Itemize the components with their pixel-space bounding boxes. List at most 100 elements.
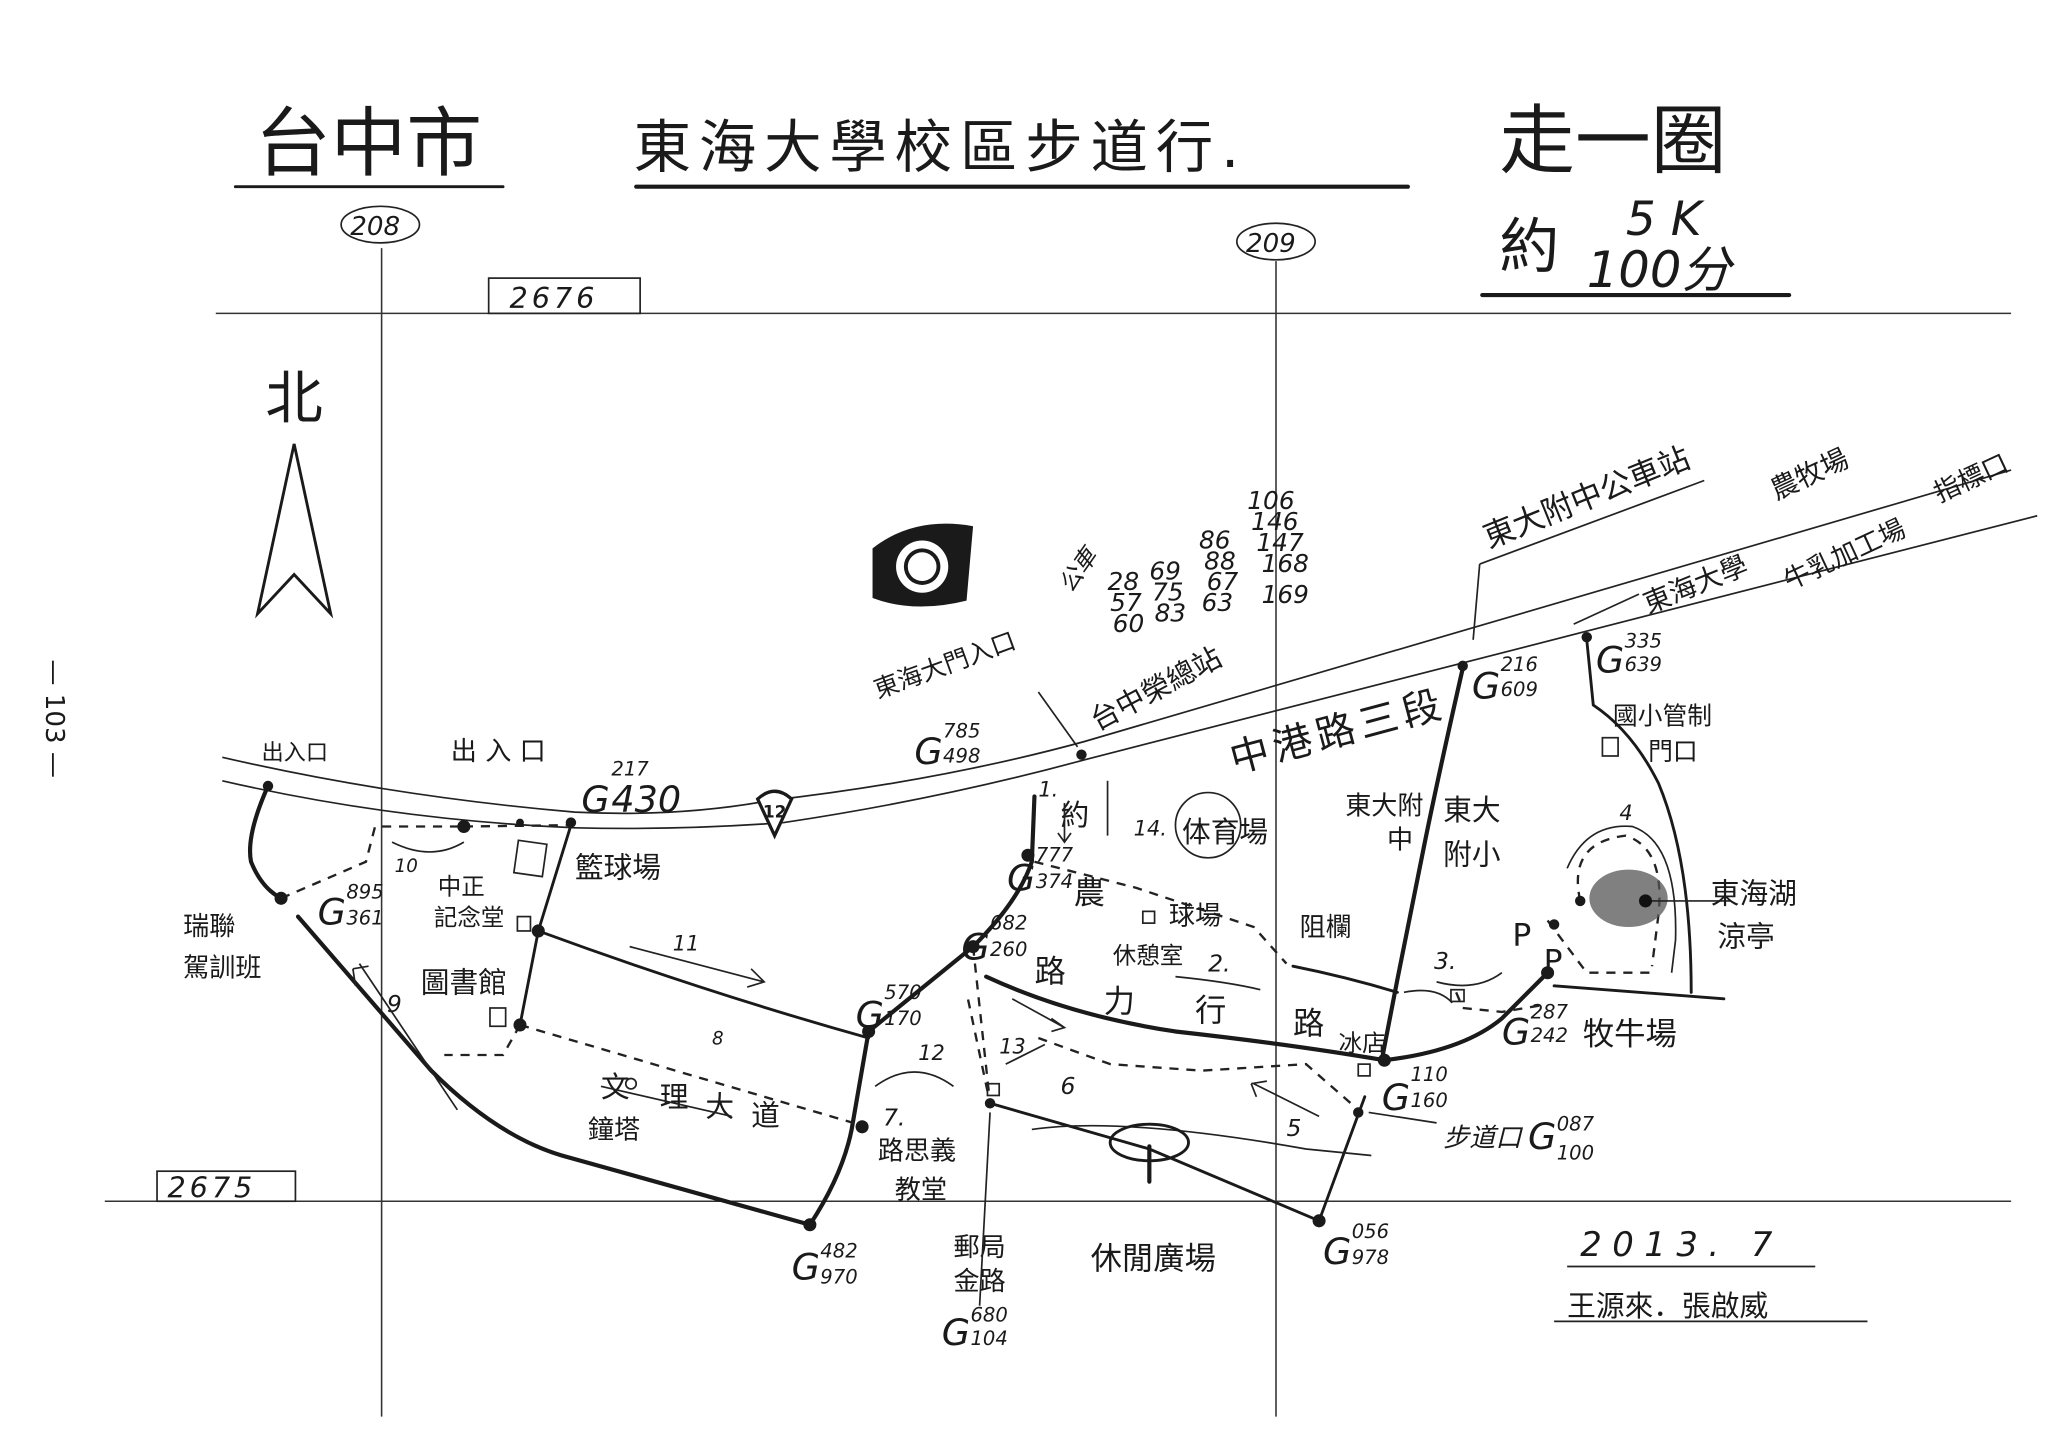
bus-station-label: 東大附中公車站	[1478, 440, 1695, 556]
road-name: 中港路三段	[1225, 682, 1451, 783]
segment-number: 11	[673, 932, 700, 956]
farm-label: 農牧場	[1766, 444, 1854, 507]
nong-road-char: 路	[1034, 954, 1065, 990]
school-gate-label-2: 門口	[1648, 737, 1698, 766]
library-label: 圖書館	[421, 965, 507, 999]
flag-gate-label: 指標口	[1930, 449, 2014, 509]
about-label: 約	[1499, 213, 1559, 283]
segment-number: 2.	[1208, 949, 1230, 977]
segment-number: 10	[395, 856, 418, 877]
thu-label: 東海大學	[1639, 550, 1752, 620]
pavilion-icon	[1638, 894, 1653, 908]
parking-label: P	[1544, 943, 1563, 979]
stadium-label: 体育場	[1182, 815, 1268, 849]
driving-school-label: 瑞聯	[183, 912, 235, 942]
grid-col-208: 208	[350, 212, 400, 242]
clock-tower-label: 鐘塔	[588, 1116, 640, 1146]
credits: 2013. 7 王源來．張啟威	[1554, 1225, 1868, 1323]
segment-number: 13	[999, 1035, 1026, 1059]
segment-number: 1.	[1038, 777, 1058, 801]
north-arrow-icon	[255, 443, 334, 619]
basketball-label: 籃球場	[575, 850, 661, 884]
tunghai-lake	[1566, 825, 1731, 973]
pavilion-label: 涼亭	[1717, 920, 1774, 954]
avenue-char: 理	[660, 1080, 689, 1114]
direction-arrows	[352, 780, 1503, 1118]
waypoint-nodes	[262, 631, 1592, 1232]
loop-title: 走一圈	[1499, 97, 1726, 185]
segment-number: 5	[1286, 1114, 1301, 1142]
entrance-mid: 出 入 口	[451, 737, 546, 767]
school-gate-label: 國小管制	[1613, 702, 1712, 731]
zhonggang-road: 中港路三段 12	[222, 469, 2038, 840]
dairy-label: 牛乳加工場	[1779, 514, 1910, 596]
plaza-label: 休閒廣場	[1091, 1241, 1216, 1277]
pasture-label: 牧牛場	[1583, 1017, 1677, 1053]
segment-number: 8	[712, 1029, 724, 1050]
grid-col-209: 209	[1246, 229, 1296, 259]
vghtc-stop-label: 台中榮總站	[1084, 640, 1227, 737]
avenue-char: 大	[705, 1089, 734, 1123]
route-number: 12	[763, 802, 787, 822]
avenue-char: 道	[751, 1098, 780, 1132]
lixing-road-char: 力	[1104, 984, 1135, 1020]
segment-number: 3.	[1434, 947, 1456, 975]
page-number: — 103 —	[39, 659, 69, 778]
segment-number: 14.	[1134, 817, 1167, 841]
lixing-road-char: 路	[1293, 1006, 1324, 1042]
north-label: 北	[265, 365, 322, 432]
primary-school-label: 東大	[1443, 793, 1500, 827]
buildings	[489, 736, 1619, 1097]
chapel-label-2: 教堂	[895, 1176, 947, 1206]
approx-label: 約	[1061, 798, 1090, 832]
grid-row-2676: 2676	[510, 281, 599, 315]
post-office-label: 郵局	[953, 1233, 1005, 1263]
dashed-paths	[280, 824, 1661, 1127]
parking-label: P	[1512, 917, 1531, 953]
ball-field-label: 球場	[1169, 901, 1221, 931]
high-school-label-2: 中	[1387, 826, 1413, 856]
segment-number: 7.	[883, 1103, 905, 1131]
north-arrow: 北	[255, 365, 334, 619]
main-title: 東海大學校區步道行.	[634, 114, 1248, 181]
distance-label: 5 K	[1626, 192, 1705, 247]
route-shield-icon	[755, 789, 794, 840]
title-block: 台中市 東海大學校區步道行. 走一圈 約 5 K 100分	[233, 97, 1792, 299]
driving-school-label-2: 駕訓班	[183, 954, 261, 984]
lixing-road-char: 行	[1195, 993, 1226, 1029]
main-gate-label: 東海大門入口	[870, 626, 1020, 704]
grid-row-2675: 2675	[167, 1170, 256, 1204]
barrier-label: 阻欄	[1299, 913, 1351, 943]
primary-school-label-2: 附小	[1443, 837, 1501, 871]
rest-room-label: 休憩室	[1113, 942, 1184, 970]
memorial-label: 中正	[438, 872, 485, 900]
segment-number: 9	[387, 990, 402, 1018]
authors-label: 王源來．張啟威	[1567, 1289, 1768, 1323]
entrance-left: 出入口	[261, 740, 328, 766]
map-grid: 208 209 2676 2675	[104, 205, 2012, 1417]
place-labels: 出入口 出 入 口 瑞聯 駕訓班 中正 記念堂 籃球場 圖書館 文 理 大 道 …	[183, 440, 2014, 1306]
segment-number: 12	[918, 1041, 945, 1065]
segment-number: 6	[1061, 1072, 1076, 1100]
city-title: 台中市	[255, 100, 482, 188]
thu-logo-icon	[872, 523, 974, 607]
